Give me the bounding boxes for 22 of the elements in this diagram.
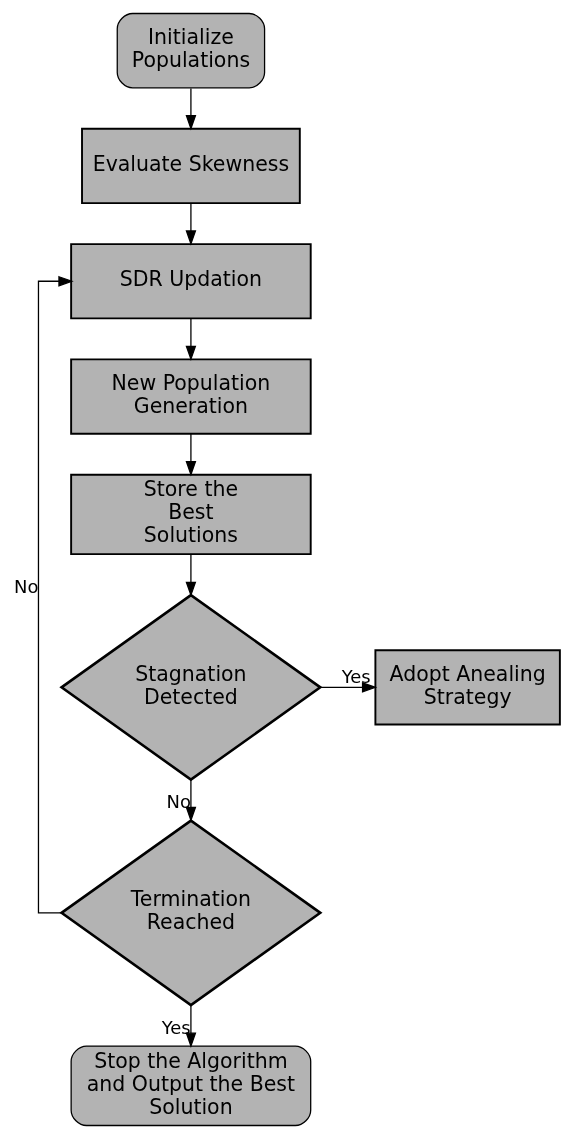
node-box: SDR Updation (69, 243, 312, 320)
node-box: Store the Best Solutions (69, 473, 312, 556)
node-box: Initialize Populations (116, 12, 265, 89)
edge-label: No (13, 576, 38, 598)
arrow (185, 779, 196, 823)
arrow (185, 318, 196, 362)
node-box: Stop the Algorithm and Output the Best Solution (70, 1045, 311, 1127)
arrow (185, 553, 196, 598)
edge-label: Yes (161, 1016, 191, 1038)
arrow (185, 433, 196, 477)
node-diamond: Termination Reached (58, 819, 322, 1007)
node-box: New Population Generation (69, 358, 312, 435)
node-diamond: Stagnation Detected (58, 593, 322, 782)
node-box: Evaluate Skewness (80, 127, 301, 205)
arrow (185, 87, 196, 131)
arrow (37, 275, 74, 914)
arrow (185, 1004, 196, 1048)
arrow (185, 203, 196, 246)
edge-label: No (166, 790, 191, 812)
arrow (319, 681, 377, 693)
edge-label: Yes (341, 665, 371, 687)
node-box: Adopt Anealing Strategy (373, 649, 561, 726)
